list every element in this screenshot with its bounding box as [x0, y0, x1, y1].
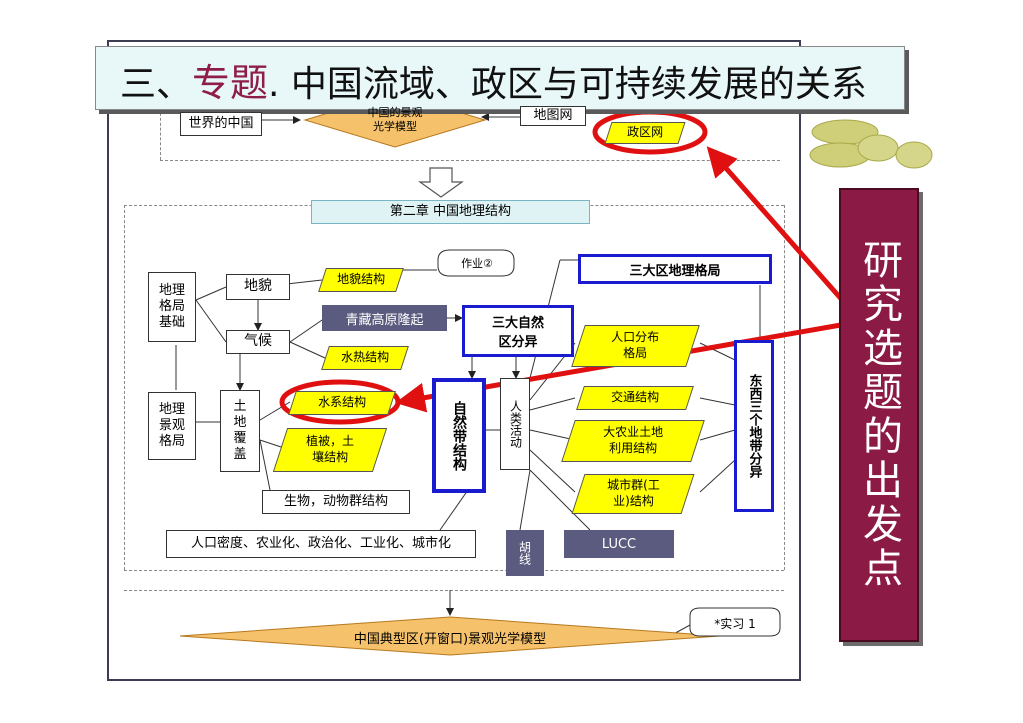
hu-line-label: 胡线 — [517, 541, 534, 565]
vegetation-soil-label: 植被，土 壤结构 — [306, 434, 354, 465]
title-prefix: 三、 — [120, 64, 192, 105]
human-activity-box: 人类活动 — [500, 378, 530, 470]
admin-net-label: 政区网 — [627, 125, 663, 141]
human-activity-label: 人类活动 — [508, 400, 523, 448]
hydrothermal-node: 水热结构 — [321, 346, 409, 370]
lucc-box: LUCC — [564, 530, 674, 558]
landform-structure-label: 地貌结构 — [337, 272, 385, 288]
admin-net-node: 政区网 — [604, 122, 685, 144]
hydrothermal-label: 水热结构 — [341, 350, 389, 366]
population-dist-node: 人口分布 格局 — [571, 325, 700, 367]
hu-line-box: 胡线 — [506, 530, 544, 576]
water-system-node: 水系结构 — [288, 391, 396, 415]
population-dist-label: 人口分布 格局 — [611, 330, 659, 361]
world-china-box: 世界的中国 — [180, 112, 262, 136]
water-system-label: 水系结构 — [318, 395, 366, 411]
landform-structure-node: 地貌结构 — [318, 268, 404, 292]
title-highlight: 专题 — [192, 61, 268, 105]
bottom-model-label: 中国典型区(开窗口)景观光学模型 — [300, 628, 600, 647]
agri-land-label: 大农业土地 利用结构 — [603, 425, 663, 456]
city-cluster-node: 城市群(工 业)结构 — [572, 474, 695, 514]
biology-box: 生物，动物群结构 — [262, 490, 410, 514]
chapter-box: 第二章 中国地理结构 — [311, 200, 590, 224]
practice-label: *实习 1 — [698, 615, 772, 632]
natural-zone-box: 自然带结构 — [432, 378, 486, 493]
transport-node: 交通结构 — [576, 386, 694, 410]
three-natural-regions-box: 三大自然 区分异 — [462, 305, 574, 357]
landform-box: 地貌 — [226, 274, 290, 300]
city-cluster-label: 城市群(工 业)结构 — [607, 478, 660, 509]
natural-zone-label: 自然带结构 — [449, 401, 469, 471]
land-cover-box: 土 地 覆 盖 — [220, 390, 260, 472]
map-net-box: 地图网 — [520, 106, 586, 126]
east-west-belts-box: 东西三个地带分异 — [734, 340, 774, 512]
tibet-uplift-box: 青藏高原隆起 — [322, 305, 447, 331]
pattern-basis-box: 地理 格局 基础 — [148, 272, 196, 342]
slide-title: 三、专题. 中国流域、政区与可持续发展的关系 — [120, 52, 867, 107]
east-west-belts-label: 东西三个地带分异 — [745, 374, 764, 478]
landscape-pattern-box: 地理 景观 格局 — [148, 392, 196, 460]
china-model-label: 中国的景观 光学模型 — [350, 106, 440, 135]
climate-box: 气候 — [226, 330, 290, 354]
title-suffix: . 中国流域、政区与可持续发展的关系 — [268, 64, 867, 105]
bottom-indicators-box: 人口密度、农业化、政治化、工业化、城市化 — [166, 530, 476, 558]
three-regions-pattern-box: 三大区地理格局 — [578, 254, 772, 284]
agri-land-node: 大农业土地 利用结构 — [561, 420, 705, 462]
research-starting-point-panel: 研究选题的出发点 — [839, 188, 919, 642]
research-starting-point-label: 研究选题的出发点 — [853, 239, 905, 591]
vegetation-soil-node: 植被，土 壤结构 — [273, 428, 387, 472]
homework-label: 作业② — [448, 255, 506, 271]
transport-label: 交通结构 — [611, 390, 659, 406]
